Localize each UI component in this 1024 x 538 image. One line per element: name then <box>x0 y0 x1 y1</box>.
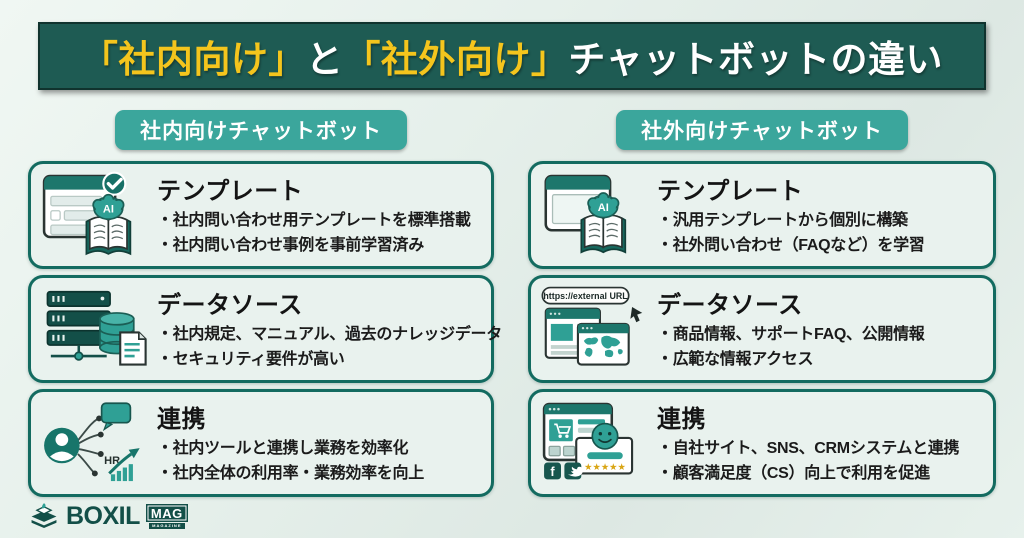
facebook-icon: f <box>550 465 555 479</box>
website-sns-review-icon: ★★★★★ f <box>531 399 657 487</box>
bullet-item: ・汎用テンプレートから個別に構築 <box>657 212 908 230</box>
title-part-and: と <box>305 39 344 80</box>
template-ai-book-check-icon: AI <box>31 171 157 259</box>
bullet-item: ・社内規定、マニュアル、過去のナレッジデータ <box>157 326 502 344</box>
card-internal-template: AI テンプレート ・社内問い合わせ用テンプレートを標準搭載 ・社内問い合わせ事… <box>28 161 494 269</box>
card-body: 連携 ・自社サイト、SNS、CRMシステムと連携 ・顧客満足度（CS）向上で利用… <box>657 399 993 487</box>
boxil-logo-text: BOXIL <box>66 502 140 530</box>
external-url-browser-map-icon: https://external URL <box>531 285 657 373</box>
template-ai-book-icon: AI <box>531 171 657 259</box>
card-body: データソース ・社内規定、マニュアル、過去のナレッジデータ ・セキュリティ要件が… <box>157 285 502 373</box>
card-external-datasource: https://external URL <box>528 275 996 383</box>
card-body: データソース ・商品情報、サポートFAQ、公開情報 ・広範な情報アクセス <box>657 285 993 373</box>
card-internal-integration: HR 連携 ・社内ツールと連携し業務を効率化 ・社内全体の利用率・業務効率を向上 <box>28 389 494 497</box>
card-body: テンプレート ・汎用テンプレートから個別に構築 ・社外問い合わせ（FAQなど）を… <box>657 171 993 259</box>
mag-badge-text: MAG <box>145 504 188 522</box>
bullet-item: ・顧客満足度（CS）向上で利用を促進 <box>657 465 930 482</box>
bullet-item: ・社内ツールと連携し業務を効率化 <box>157 440 409 458</box>
title-part-external: 「社外向け」 <box>343 39 569 80</box>
header-bar: 「社内向け」と「社外向け」チャットボットの違い <box>38 22 986 90</box>
card-body: テンプレート ・社内問い合わせ用テンプレートを標準搭載 ・社内問い合わせ事例を事… <box>157 171 491 259</box>
mag-badge: MAG MAGAZINE <box>145 504 188 529</box>
twitter-bird-icon <box>567 466 585 477</box>
card-body: 連携 ・社内ツールと連携し業務を効率化 ・社内全体の利用率・業務効率を向上 <box>157 399 491 487</box>
card-internal-datasource: データソース ・社内規定、マニュアル、過去のナレッジデータ ・セキュリティ要件が… <box>28 275 502 383</box>
card-title: データソース <box>657 292 803 320</box>
card-external-template: AI テンプレート ・汎用テンプレートから個別に構築 ・社外問い合わせ（FAQな… <box>528 161 996 269</box>
external-url-label: https://external URL <box>543 291 628 301</box>
bullet-item: ・自社サイト、SNS、CRMシステムと連携 <box>657 440 960 458</box>
page-title: 「社内向け」と「社外向け」チャットボットの違い <box>81 29 943 83</box>
bullet-item: ・社内問い合わせ事例を事前学習済み <box>157 237 424 254</box>
star-rating: ★★★★★ <box>584 462 626 472</box>
bullet-item: ・社内問い合わせ用テンプレートを標準搭載 <box>157 212 471 230</box>
bullet-item: ・社外問い合わせ（FAQなど）を学習 <box>657 237 925 254</box>
server-database-document-icon <box>31 285 157 373</box>
boxil-mag-logo: BOXIL MAG MAGAZINE <box>28 502 188 531</box>
external-column-header: 社外向けチャットボット <box>616 110 908 150</box>
card-title: データソース <box>157 292 303 320</box>
bullet-item: ・セキュリティ要件が高い <box>157 351 345 368</box>
card-external-integration: ★★★★★ f 連携 ・自社サイト、SNS、CRMシステムと連携 ・顧客満足度（… <box>528 389 996 497</box>
internal-column-header: 社内向けチャットボット <box>115 110 407 150</box>
bullet-item: ・商品情報、サポートFAQ、公開情報 <box>657 326 925 344</box>
boxil-layers-icon <box>31 503 57 529</box>
title-part-rest: チャットボットの違い <box>568 39 944 80</box>
user-network-hr-chart-icon: HR <box>31 399 157 487</box>
internal-column: 社内向けチャットボット <box>28 110 502 503</box>
bullet-item: ・広範な情報アクセス <box>657 351 814 368</box>
ai-label: AI <box>103 203 114 215</box>
card-title: 連携 <box>657 406 706 434</box>
magazine-sub-text: MAGAZINE <box>149 523 185 529</box>
title-part-internal: 「社内向け」 <box>80 39 306 80</box>
external-column: 社外向けチャットボット AI <box>528 110 996 503</box>
bullet-item: ・社内全体の利用率・業務効率を向上 <box>157 465 424 482</box>
hr-label: HR <box>104 455 120 467</box>
card-title: テンプレート <box>157 178 304 206</box>
card-title: 連携 <box>157 406 206 434</box>
card-title: テンプレート <box>657 178 804 206</box>
ai-label: AI <box>598 202 609 214</box>
